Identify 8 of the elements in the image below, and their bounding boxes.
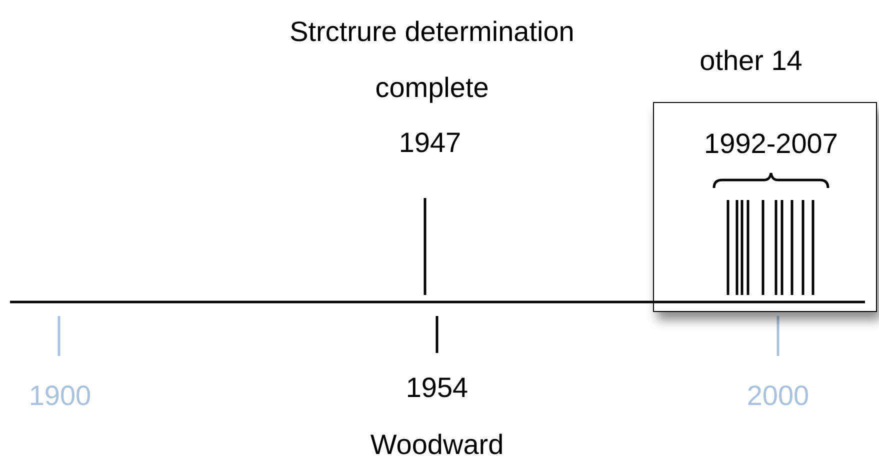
axis-year-label: 2000 xyxy=(746,379,810,413)
year-label: 1954 xyxy=(404,371,470,405)
year-range-label: 1992-2007 xyxy=(704,127,838,161)
annotation-text: Strctrure determination complete xyxy=(288,15,576,105)
group-heading: other 14 xyxy=(700,44,802,78)
axis-year-label: 1900 xyxy=(28,379,92,413)
name-label: Woodward xyxy=(369,428,505,461)
year-label: 1947 xyxy=(398,126,462,160)
